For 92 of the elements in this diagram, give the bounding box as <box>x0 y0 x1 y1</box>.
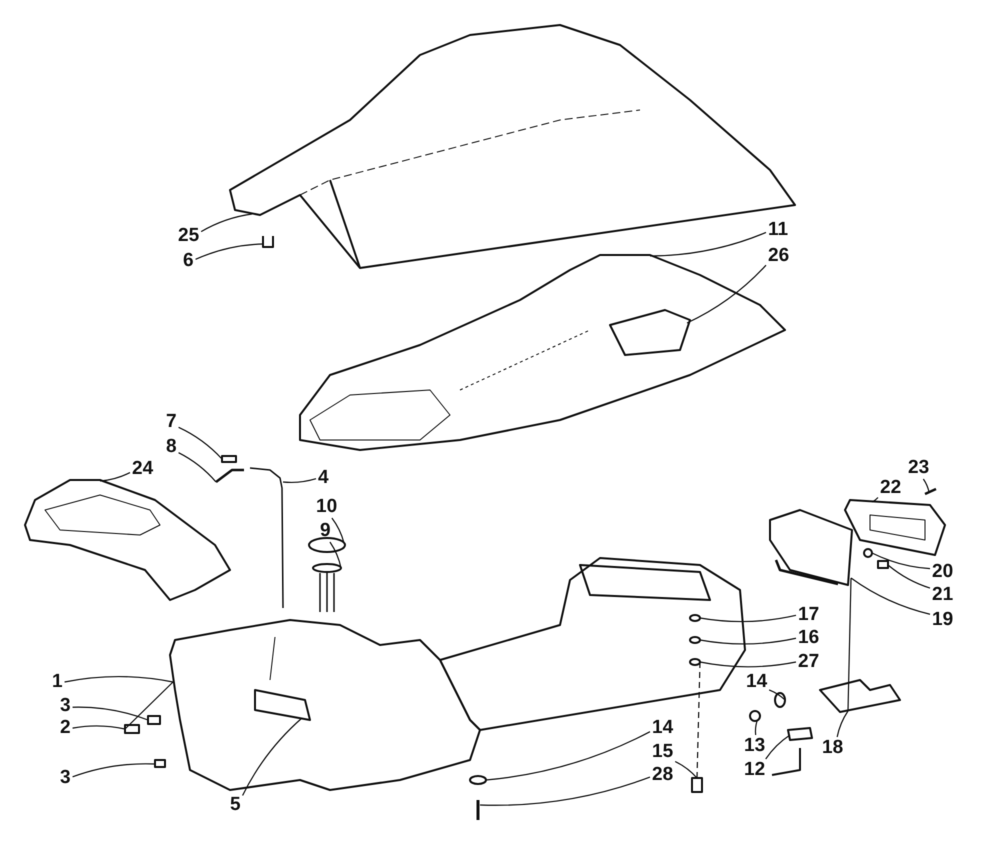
callout-number: 25 <box>178 226 200 246</box>
callout-number: 8 <box>166 437 177 457</box>
leader-line <box>282 478 316 484</box>
callout-number: 23 <box>908 458 930 478</box>
leader-line <box>700 614 796 622</box>
assembly-line <box>696 662 701 778</box>
callout-number: 14 <box>746 672 768 692</box>
leader-line <box>922 478 930 492</box>
socket-icon <box>877 560 889 569</box>
bolt-icon <box>691 777 703 793</box>
callout-number: 13 <box>744 736 766 756</box>
fitting-icon <box>124 724 140 734</box>
callout-number: 10 <box>316 497 338 517</box>
callout-number: 1 <box>52 672 63 692</box>
nut-icon <box>749 710 761 722</box>
callout-number: 22 <box>880 478 902 498</box>
leader-line <box>872 497 878 503</box>
filler-neck-drawing <box>312 563 342 613</box>
callout-number: 17 <box>798 605 820 625</box>
callout-number: 3 <box>60 696 71 716</box>
callout-number: 15 <box>652 742 674 762</box>
patch-drawing <box>609 309 691 356</box>
callout-number: 5 <box>230 795 241 815</box>
callout-number: 7 <box>166 412 177 432</box>
callout-number: 6 <box>183 251 194 271</box>
leader-line <box>650 232 766 257</box>
leader-line <box>754 720 758 736</box>
grommet-icon <box>154 759 166 768</box>
taillight-housing-drawing <box>769 509 853 586</box>
callout-number: 12 <box>744 760 766 780</box>
clamp-drawing <box>771 727 813 776</box>
cable-drawing <box>250 467 284 608</box>
callout-number: 4 <box>318 468 329 488</box>
leader-line <box>72 763 156 778</box>
callout-number: 11 <box>768 220 788 240</box>
callout-number: 21 <box>932 585 954 605</box>
washer-icon <box>689 614 701 622</box>
leader-line <box>836 710 848 738</box>
leader-line <box>242 718 302 796</box>
leader-line <box>64 676 174 683</box>
leader-line <box>700 661 796 668</box>
assembly-line <box>847 578 852 712</box>
bulb-icon <box>863 548 873 558</box>
leader-line <box>178 426 222 460</box>
leader-line <box>888 564 930 589</box>
grommet-icon <box>147 715 161 725</box>
washer-icon <box>469 775 487 785</box>
washer-icon <box>689 636 701 644</box>
leader-line <box>200 213 252 232</box>
leader-line <box>100 472 130 482</box>
assembly-line <box>124 682 174 730</box>
leader-line <box>850 578 930 615</box>
leader-line <box>480 776 650 806</box>
callout-number: 26 <box>768 246 790 266</box>
leader-line <box>872 552 930 570</box>
screw-icon <box>924 488 937 496</box>
pad-drawing <box>254 689 311 721</box>
leader-line <box>72 706 148 721</box>
callout-number: 3 <box>60 768 71 788</box>
leader-line <box>331 518 345 544</box>
callout-number: 24 <box>132 459 154 479</box>
callout-number: 19 <box>932 610 954 630</box>
fuel-cap-icon <box>308 537 346 553</box>
leader-line <box>329 542 342 568</box>
grommet-icon <box>221 455 237 463</box>
seat-cover-drawing <box>229 24 796 269</box>
callout-number: 9 <box>320 521 331 541</box>
screw-icon <box>476 800 480 820</box>
callout-number: 14 <box>652 718 674 738</box>
leader-line <box>674 760 698 778</box>
callout-number: 28 <box>652 765 674 785</box>
leader-line <box>686 264 766 324</box>
clip-icon <box>262 236 274 248</box>
sleeve-icon <box>215 468 244 483</box>
leader-line <box>700 638 796 645</box>
leader-line <box>178 452 216 482</box>
leader-line <box>486 731 650 781</box>
washer-icon <box>774 692 786 708</box>
leader-line <box>195 243 264 260</box>
callout-number: 27 <box>798 652 820 672</box>
leader-line <box>768 689 786 700</box>
callout-number: 20 <box>932 562 954 582</box>
leader-line <box>72 725 126 730</box>
fuel-tank-drawing <box>169 619 481 791</box>
lens-drawing <box>844 499 946 556</box>
washer-icon <box>689 658 701 666</box>
bracket-drawing <box>819 679 901 713</box>
leader-line <box>765 734 790 760</box>
callout-number: 16 <box>798 628 820 648</box>
callout-number: 18 <box>822 738 844 758</box>
backrest-drawing <box>24 479 231 601</box>
callout-number: 2 <box>60 718 71 738</box>
